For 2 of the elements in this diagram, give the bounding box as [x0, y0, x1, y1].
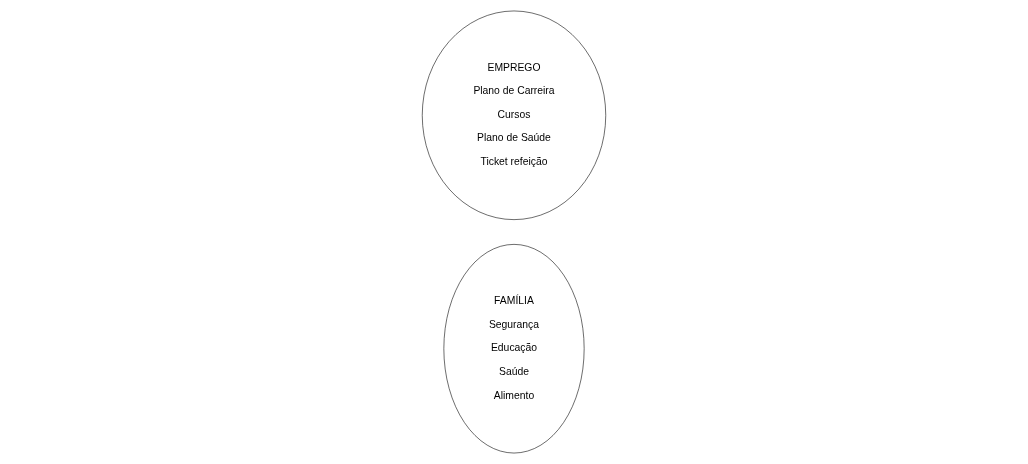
node-ellipse: FAMÍLIA Segurança Educação Saúde Alimento — [443, 244, 585, 454]
node-ellipse: EMPREGO Plano de Carreira Cursos Plano de Saúde Ticket refeição — [421, 10, 607, 220]
